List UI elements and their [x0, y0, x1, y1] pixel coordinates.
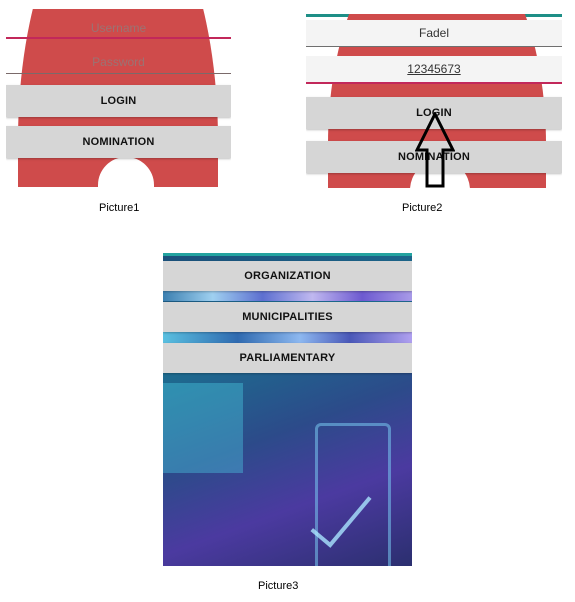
- organization-button[interactable]: ORGANIZATION: [163, 261, 412, 291]
- picture1-login-screen: Username Password LOGIN NOMINATION: [6, 9, 231, 187]
- picture2-caption: Picture2: [402, 202, 443, 214]
- up-arrow-icon: [415, 112, 455, 188]
- glow-block: [163, 383, 243, 473]
- username-underline: [6, 37, 231, 39]
- picture3-menu-screen: ORGANIZATION MUNICIPALITIES PARLIAMENTAR…: [163, 253, 412, 566]
- password-field[interactable]: Password: [92, 55, 145, 69]
- glow-frame: [315, 423, 391, 566]
- login-button[interactable]: LOGIN: [6, 85, 231, 117]
- username-field[interactable]: Username: [90, 21, 147, 35]
- password-field[interactable]: 12345673: [306, 56, 562, 82]
- municipalities-button[interactable]: MUNICIPALITIES: [163, 302, 412, 332]
- username-underline: [306, 46, 562, 47]
- parliamentary-button[interactable]: PARLIAMENTARY: [163, 343, 412, 373]
- nomination-button[interactable]: NOMINATION: [306, 141, 562, 173]
- picture3-caption: Picture3: [258, 580, 299, 592]
- pixel-strip: [163, 291, 412, 301]
- teal-top-bar: [163, 253, 412, 256]
- password-underline: [6, 73, 231, 74]
- password-underline: [306, 82, 562, 84]
- picture1-caption: Picture1: [99, 202, 140, 214]
- pixel-strip: [163, 332, 412, 343]
- username-field[interactable]: Fadel: [306, 20, 562, 46]
- nomination-button[interactable]: NOMINATION: [6, 126, 231, 158]
- picture2-login-screen: Fadel 12345673 LOGIN NOMINATION: [306, 14, 562, 188]
